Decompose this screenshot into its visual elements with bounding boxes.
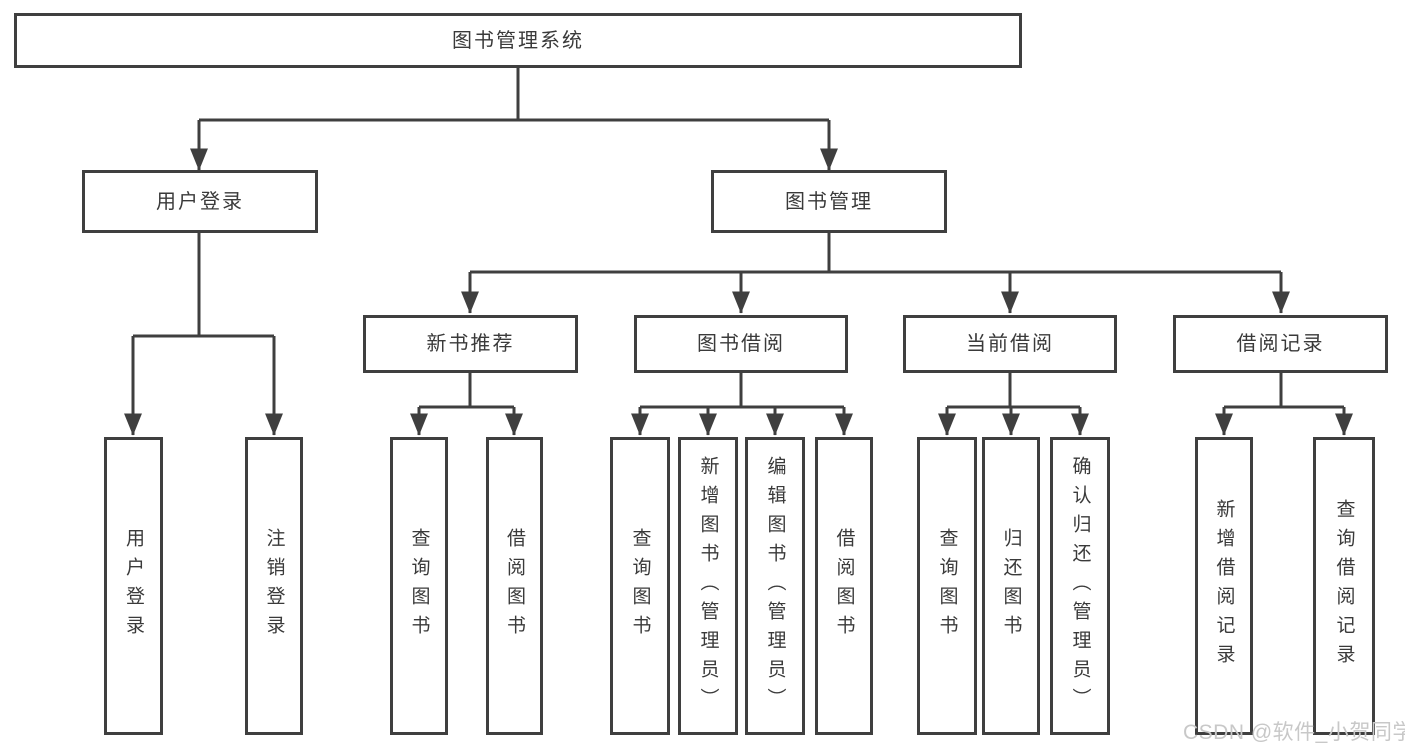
leaf-query-books-recommend: 查询图书 (390, 437, 448, 735)
node-root-system: 图书管理系统 (14, 13, 1022, 68)
leaf-edit-book-admin: 编辑图书（管理员） (745, 437, 805, 735)
leaf-label: 归还图书 (1000, 528, 1022, 644)
leaf-query-books-borrow: 查询图书 (610, 437, 670, 735)
leaf-label: 借阅图书 (504, 528, 525, 644)
leaf-add-borrow-record: 新增借阅记录 (1195, 437, 1253, 735)
leaf-return-books: 归还图书 (982, 437, 1040, 735)
node-current-borrow: 当前借阅 (903, 315, 1117, 373)
leaf-confirm-return-admin: 确认归还（管理员） (1050, 437, 1110, 735)
node-borrow-records: 借阅记录 (1173, 315, 1388, 373)
leaf-label: 用户登录 (123, 528, 144, 644)
leaf-query-books-current: 查询图书 (917, 437, 977, 735)
node-user-login: 用户登录 (82, 170, 318, 233)
leaf-label: 借阅图书 (833, 528, 855, 644)
leaf-add-book-admin: 新增图书（管理员） (678, 437, 738, 735)
leaf-label: 查询图书 (408, 528, 430, 644)
csdn-watermark: CSDN @软件_小贺同学 (1183, 721, 1405, 744)
leaf-label: 确认归还（管理员） (1069, 455, 1091, 717)
leaf-label: 查询图书 (629, 528, 651, 644)
leaf-label: 查询图书 (936, 528, 958, 644)
leaf-label: 编辑图书（管理员） (764, 455, 786, 717)
node-book-management: 图书管理 (711, 170, 947, 233)
leaf-user-login: 用户登录 (104, 437, 163, 735)
leaf-label: 新增借阅记录 (1213, 499, 1235, 673)
leaf-label: 新增图书（管理员） (697, 455, 719, 717)
leaf-borrow-books: 借阅图书 (815, 437, 873, 735)
leaf-query-borrow-record: 查询借阅记录 (1313, 437, 1375, 735)
node-new-book-recommend: 新书推荐 (363, 315, 578, 373)
leaf-label: 查询借阅记录 (1333, 499, 1355, 673)
leaf-logout: 注销登录 (245, 437, 303, 735)
leaf-label: 注销登录 (263, 528, 285, 644)
node-book-borrow: 图书借阅 (634, 315, 848, 373)
leaf-borrow-books-recommend: 借阅图书 (486, 437, 543, 735)
